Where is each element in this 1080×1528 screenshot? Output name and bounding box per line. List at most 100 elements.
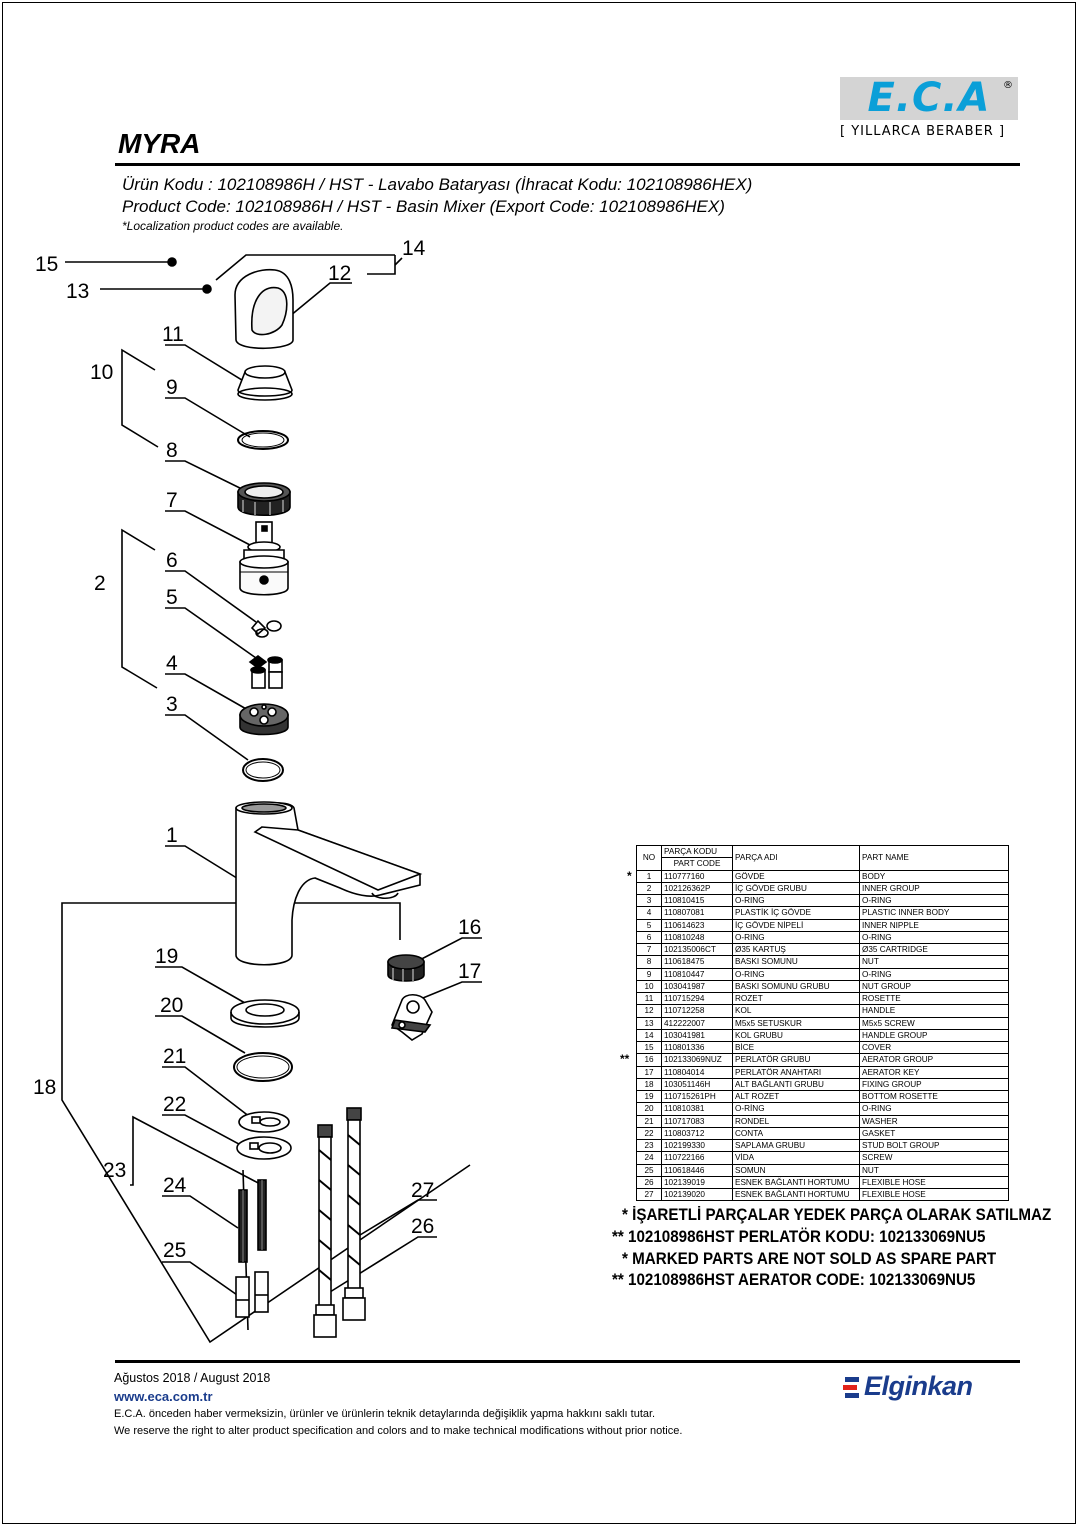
website-link[interactable]: www.eca.com.tr [114, 1389, 213, 1404]
header-no: NO [636, 845, 662, 871]
cell-no: 3 [636, 893, 662, 908]
cell-name-en: SCREW [859, 1151, 1009, 1165]
part-8-nut [237, 482, 291, 516]
cell-name-tr: SOMUN [732, 1163, 860, 1177]
cell-no: 6 [636, 930, 662, 945]
model-name: MYRA [118, 128, 201, 159]
cell-no: 20 [636, 1102, 662, 1116]
cell-name-en: COVER [859, 1040, 1009, 1055]
cell-name-tr: Ø35 KARTUŞ [732, 942, 860, 957]
disclaimer-tr: E.C.A. önceden haber vermeksizin, ürünle… [114, 1408, 656, 1420]
part-13-screw [202, 284, 212, 294]
cell-name-tr: SAPLAMA GRUBU [732, 1138, 860, 1153]
cell-name-tr: O-RING [732, 930, 860, 945]
cell-code: 110803712 [661, 1126, 733, 1141]
cell-no: 11 [636, 991, 662, 1006]
callout-17: 17 [458, 960, 481, 983]
part-22-gasket [236, 1136, 292, 1160]
callout-20: 20 [160, 994, 183, 1017]
callout-22: 22 [163, 1093, 186, 1116]
callout-4: 4 [166, 652, 178, 675]
brand-slogan: [ YILLARCA BERABER ] [840, 124, 1006, 139]
cell-name-tr: PLASTİK İÇ GÖVDE [732, 906, 860, 920]
callout-6: 6 [166, 549, 178, 572]
cell-code: 110717083 [661, 1114, 733, 1128]
cell-name-tr: PERLATÖR GRUBU [732, 1053, 860, 1067]
eca-logo-text: E.C.A [867, 75, 991, 121]
cell-code: 102199330 [661, 1138, 733, 1153]
disclaimer-en: We reserve the right to alter product sp… [114, 1425, 683, 1437]
callout-9: 9 [166, 376, 178, 399]
part-6-orings [250, 619, 282, 638]
part-11-rosette [237, 365, 293, 401]
cell-no: 9 [636, 967, 662, 981]
cell-no: 8 [636, 955, 662, 969]
cell-no: 10 [636, 979, 662, 994]
header-code-en: PART CODE [661, 857, 733, 871]
cell-no: 13 [636, 1016, 662, 1030]
cell-name-en: NUT GROUP [859, 979, 1009, 994]
cell-name-tr: ESNEK BAĞLANTI HORTUMU [732, 1187, 860, 1202]
cell-no: 25 [636, 1163, 662, 1177]
cell-no: 26 [636, 1175, 662, 1190]
cell-code: 110810447 [661, 967, 733, 981]
cell-code: 110810248 [661, 930, 733, 945]
cell-name-en: O-RING [859, 930, 1009, 945]
header-rule [115, 163, 1020, 166]
publish-date: Ağustos 2018 / August 2018 [114, 1371, 271, 1385]
cell-code: 110777160 [661, 869, 733, 883]
cell-name-tr: İÇ GÖVDE GRUBU [732, 881, 860, 896]
cell-no: 21 [636, 1114, 662, 1128]
callout-12: 12 [328, 262, 351, 285]
part-3-oring [242, 758, 284, 782]
cell-code: 110810415 [661, 893, 733, 908]
cell-name-en: AERATOR KEY [859, 1065, 1009, 1079]
part-16-aerator [387, 954, 425, 982]
cell-name-tr: ROZET [732, 991, 860, 1006]
cell-name-en: NUT [859, 1163, 1009, 1177]
eca-logo: E.C.A [840, 77, 1018, 120]
cell-name-tr: KOL [732, 1004, 860, 1018]
note-not-spare-en: * MARKED PARTS ARE NOT SOLD AS SPARE PAR… [622, 1250, 997, 1268]
cell-name-en: STUD BOLT GROUP [859, 1138, 1009, 1153]
header-code-tr: PARÇA KODU [661, 844, 733, 859]
cell-no: 7 [636, 942, 662, 957]
cell-code: 110807081 [661, 906, 733, 920]
cell-name-en: PLASTIC INNER BODY [859, 906, 1009, 920]
cell-no: 14 [636, 1028, 662, 1043]
cell-no: 27 [636, 1187, 662, 1202]
cell-name-tr: M5x5 SETUSKUR [732, 1016, 860, 1030]
part-5-nipples [248, 655, 283, 689]
cell-name-tr: GÖVDE [732, 869, 860, 883]
cell-name-en: ROSETTE [859, 991, 1009, 1006]
cell-name-en: FIXING GROUP [859, 1077, 1009, 1092]
cell-code: 110715261PH [661, 1089, 733, 1104]
row-mark: ** [620, 1052, 630, 1066]
cell-name-en: O-RING [859, 1102, 1009, 1116]
cell-code: 110722166 [661, 1151, 733, 1165]
callout-8: 8 [166, 439, 178, 462]
part-12-handle [234, 268, 294, 350]
product-code-tr: Ürün Kodu : 102108986H / HST - Lavabo Ba… [122, 175, 753, 194]
cell-no: 23 [636, 1138, 662, 1153]
cell-name-en: FLEXIBLE HOSE [859, 1175, 1009, 1190]
callout-26: 26 [411, 1215, 434, 1238]
cell-no: 15 [636, 1040, 662, 1055]
callout-23: 23 [103, 1159, 126, 1182]
footer-rule [115, 1360, 1020, 1363]
